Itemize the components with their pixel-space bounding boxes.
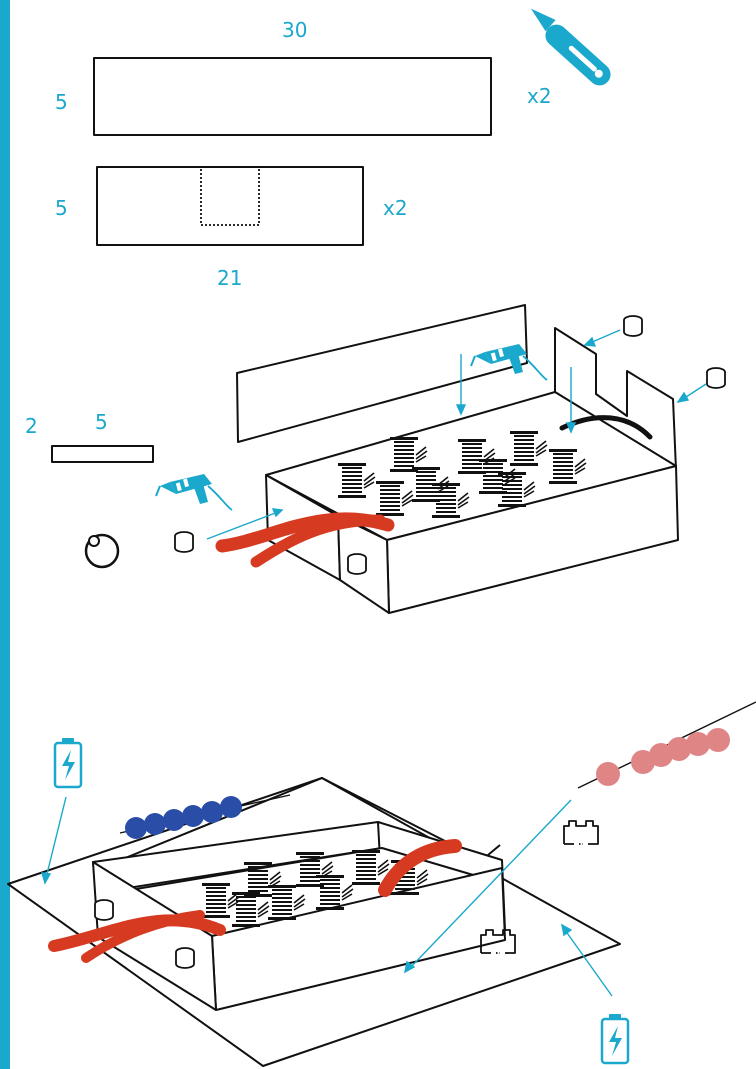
magnet-icon [707,368,725,388]
strip-rectangle [52,446,153,462]
magnet-icon [176,948,194,968]
magnet-icon [95,900,113,920]
pink-bead-string [578,702,756,788]
magnet-icon [175,532,193,552]
magnet-icon [348,554,366,574]
panel-b-rectangle [97,167,363,245]
glue-gun-icon [156,474,232,510]
magnet-icon [624,316,642,336]
brick-icon [564,821,598,844]
battery-icon [55,738,81,787]
battery-icon [602,1014,628,1063]
panel-a-rectangle [94,58,491,135]
ring-icon [86,535,118,567]
craft-knife-icon [522,3,615,90]
